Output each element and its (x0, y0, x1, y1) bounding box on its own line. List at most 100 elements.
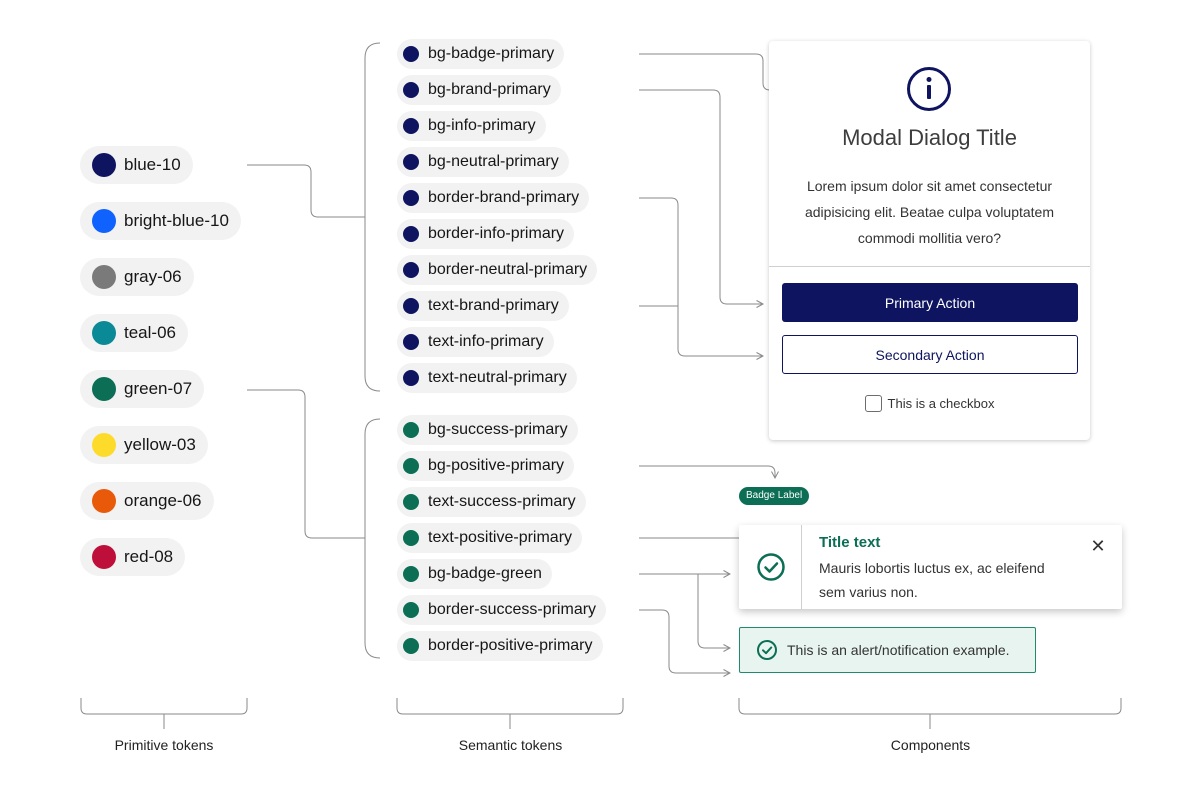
secondary-action-button[interactable]: Secondary Action (782, 335, 1078, 374)
semantic-token: border-brand-primary (397, 183, 590, 213)
info-icon (907, 67, 951, 111)
token-label: gray-06 (124, 267, 182, 286)
primitive-token-gray-06: gray-06 (80, 258, 194, 296)
color-swatch-icon (403, 226, 419, 242)
connector-blue-10 (247, 164, 365, 218)
semantic-token: border-success-primary (397, 595, 607, 625)
color-swatch-icon (92, 489, 116, 513)
semantic-token: text-success-primary (397, 487, 586, 517)
inline-alert: This is an alert/notification example. (739, 627, 1036, 673)
token-label: blue-10 (124, 155, 181, 174)
color-swatch-icon (403, 370, 419, 386)
token-label: text-neutral-primary (428, 369, 567, 386)
color-swatch-icon (403, 262, 419, 278)
semantic-token: border-info-primary (397, 219, 575, 249)
token-label: text-positive-primary (428, 529, 573, 546)
color-swatch-icon (92, 321, 116, 345)
check-circle-icon (757, 553, 785, 581)
color-swatch-icon (92, 377, 116, 401)
primitive-token-blue-10: blue-10 (80, 146, 193, 184)
group-label-primitive: Primitive tokens (114, 737, 214, 753)
color-swatch-icon (92, 545, 116, 569)
token-label: orange-06 (124, 491, 202, 510)
token-label: bg-positive-primary (428, 457, 565, 474)
connector-success-to-alert (697, 574, 730, 648)
semantic-token: border-positive-primary (397, 631, 603, 661)
alert-text: This is an alert/notification example. (787, 642, 1010, 658)
bottom-bracket-components (738, 698, 1122, 715)
color-swatch-icon (403, 334, 419, 350)
connector-green-07 (247, 389, 365, 539)
semantic-token: bg-brand-primary (397, 75, 561, 105)
token-label: bg-badge-primary (428, 45, 555, 62)
checkbox-row[interactable]: This is a checkbox (769, 395, 1090, 412)
toast-body: Mauris lobortis luctus ex, ac eleifend s… (819, 560, 1045, 600)
semantic-token: text-neutral-primary (397, 363, 577, 393)
group-label-semantic: Semantic tokens (458, 737, 563, 753)
token-label: teal-06 (124, 323, 176, 342)
semantic-token: bg-success-primary (397, 415, 578, 445)
connector-bg-badge-primary (639, 53, 899, 90)
color-swatch-icon (92, 153, 116, 177)
token-label: border-positive-primary (428, 637, 593, 654)
toast-notification: Title text Mauris lobortis luctus ex, ac… (739, 525, 1122, 609)
token-label: bg-neutral-primary (428, 153, 559, 170)
primitive-token-bright-blue-10: bright-blue-10 (80, 202, 241, 240)
token-label: bg-info-primary (428, 117, 536, 134)
token-label: border-neutral-primary (428, 261, 588, 278)
color-swatch-icon (403, 190, 419, 206)
connector-bg-positive-primary (639, 465, 775, 478)
color-swatch-icon (403, 46, 419, 62)
token-label: bg-success-primary (428, 421, 568, 438)
semantic-token: text-brand-primary (397, 291, 569, 321)
bracket-green-group (364, 418, 381, 659)
toast-title: Title text (819, 534, 881, 551)
token-label: border-success-primary (428, 601, 597, 618)
color-swatch-icon (403, 422, 419, 438)
bottom-bracket-primitive (80, 698, 248, 715)
token-label: bg-brand-primary (428, 81, 551, 98)
token-label: text-brand-primary (428, 297, 559, 314)
bracket-blue-group (364, 42, 381, 392)
color-swatch-icon (403, 638, 419, 654)
checkbox[interactable] (864, 395, 882, 412)
primary-action-button[interactable]: Primary Action (782, 283, 1078, 322)
checkbox-label: This is a checkbox (887, 396, 995, 411)
connector-border-success-primary (639, 609, 730, 673)
color-swatch-icon (403, 530, 419, 546)
close-icon[interactable]: ✕ (1090, 536, 1106, 556)
token-label: green-07 (124, 379, 193, 398)
connector-bg-brand-primary (639, 89, 763, 304)
check-circle-icon (757, 640, 777, 660)
color-swatch-icon (92, 209, 116, 233)
semantic-token: bg-neutral-primary (397, 147, 569, 177)
color-swatch-icon (403, 298, 419, 314)
semantic-token: text-positive-primary (397, 523, 583, 553)
semantic-token: bg-badge-primary (397, 39, 565, 69)
badge: Badge Label (739, 487, 810, 505)
bottom-bracket-semantic (396, 698, 624, 715)
token-label: bg-badge-green (428, 565, 542, 582)
token-label: border-brand-primary (428, 189, 580, 206)
token-label: red-08 (124, 547, 174, 566)
color-swatch-icon (403, 566, 419, 582)
color-swatch-icon (403, 118, 419, 134)
modal-dialog: Modal Dialog Title Lorem ipsum dolor sit… (769, 41, 1090, 440)
semantic-token: border-neutral-primary (397, 255, 598, 285)
semantic-token: bg-positive-primary (397, 451, 575, 481)
modal-body-text: Lorem ipsum dolor sit amet consectetur a… (804, 178, 1055, 246)
primitive-token-red-08: red-08 (80, 538, 186, 576)
color-swatch-icon (403, 154, 419, 170)
connector-border-brand-primary (639, 197, 763, 356)
primitive-token-orange-06: orange-06 (80, 482, 214, 520)
token-label: bright-blue-10 (124, 211, 229, 230)
color-swatch-icon (403, 82, 419, 98)
color-swatch-icon (92, 433, 116, 457)
color-swatch-icon (92, 265, 116, 289)
semantic-token: bg-badge-green (397, 559, 552, 589)
modal-divider (769, 266, 1090, 267)
token-label: yellow-03 (124, 435, 196, 454)
group-label-components: Components (890, 737, 971, 753)
modal-title: Modal Dialog Title (842, 125, 1017, 150)
color-swatch-icon (403, 458, 419, 474)
